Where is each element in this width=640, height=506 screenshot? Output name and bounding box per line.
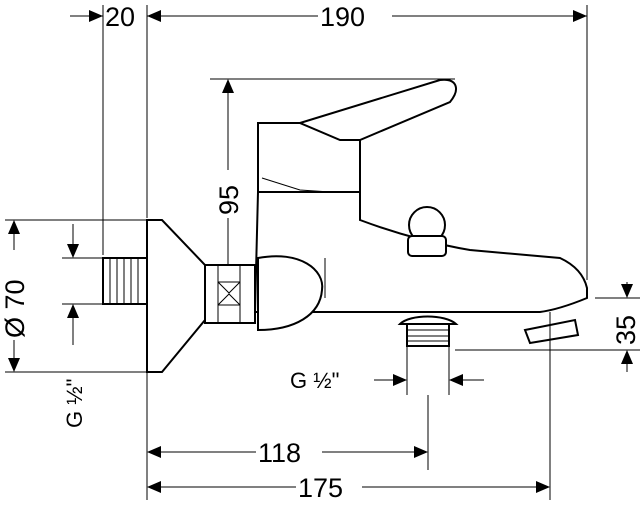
bottom-dimensions: 118 175 [146, 312, 551, 503]
dim-label-95: 95 [214, 185, 244, 215]
arrow-20-left [89, 10, 103, 22]
arrow-190-right [573, 10, 587, 22]
arrow-35-bottom [621, 350, 633, 364]
arrow-thread-bottom [67, 304, 79, 318]
arrow-outlet-right [449, 374, 463, 386]
left-thread-dimension: G ½" [62, 224, 110, 428]
shower-outlet-thread [407, 329, 449, 342]
arrow-35-top [621, 284, 633, 298]
lever-base-line [261, 177, 331, 193]
diameter-dimension: Ø 70 [0, 219, 147, 373]
lever-handle [297, 78, 457, 141]
spout-aerator [523, 318, 580, 345]
arrow-175-left [147, 481, 161, 493]
dim-label-20: 20 [105, 2, 135, 32]
dim-label-118: 118 [258, 438, 301, 468]
dim-label-diameter-70: Ø 70 [0, 279, 30, 338]
arrow-175-right [536, 481, 550, 493]
coupling-nut-detail [217, 265, 241, 323]
main-body [253, 157, 588, 313]
dim-label-190: 190 [320, 2, 365, 32]
dim-label-left-thread: G ½" [62, 379, 87, 428]
bottom-thread-dimension: G ½" [290, 346, 484, 395]
shower-outlet-collar [397, 315, 459, 325]
spout-height-dimension: 35 [455, 282, 640, 372]
dim-label-175: 175 [298, 473, 343, 503]
dim-label-bottom-thread: G ½" [290, 368, 339, 393]
top-dimension: 20 190 [70, 2, 588, 280]
height-dimension-95: 95 [210, 78, 455, 290]
faucet-body [102, 78, 588, 373]
arrow-thread-top [67, 244, 79, 258]
dim-label-35: 35 [611, 315, 640, 345]
arrow-outlet-left [393, 374, 407, 386]
wall-flange [146, 219, 206, 373]
arrow-95-top [222, 79, 234, 93]
arrow-118-right [414, 446, 428, 458]
arrow-70-bottom [8, 358, 20, 372]
diverter-stem [407, 235, 447, 257]
coupling-nut [204, 264, 256, 324]
shower-outlet [406, 323, 450, 347]
arrow-118-left [147, 446, 161, 458]
inlet-thread-ridges [109, 258, 139, 304]
arrow-70-top [8, 220, 20, 234]
valve-bulge [257, 255, 324, 332]
